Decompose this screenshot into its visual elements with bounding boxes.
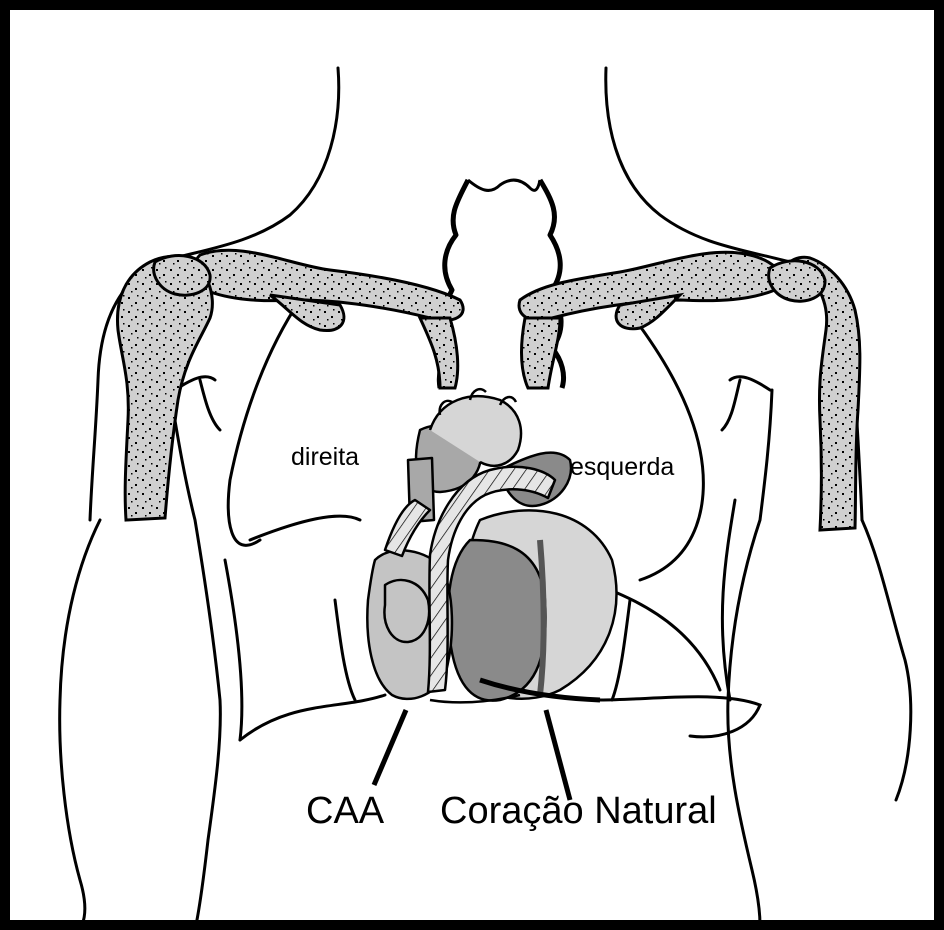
right-lower-rib — [600, 697, 760, 737]
right-side-label: direita — [291, 445, 359, 470]
right-arm-line — [862, 520, 911, 800]
trachea-top — [468, 180, 540, 190]
neck-right-line — [606, 68, 790, 262]
left-rib-curve — [225, 560, 242, 740]
heart-assembly — [367, 389, 616, 702]
neck-left-line — [160, 68, 339, 262]
inflow-cannula — [385, 500, 430, 556]
left-humerus — [117, 256, 212, 520]
right-lung-lower — [610, 590, 720, 690]
caa-leader-line — [374, 710, 406, 785]
right-sternum-piece — [522, 318, 560, 388]
right-lung-line — [620, 300, 703, 580]
heart-right-ventricle — [448, 540, 545, 701]
left-ribcage-edge — [335, 600, 355, 700]
left-lung-line — [228, 300, 300, 545]
left-lower-rib — [240, 695, 385, 740]
left-sternum-piece — [420, 318, 458, 388]
natural-heart-label: Coração Natural — [440, 792, 717, 830]
left-diaphragm — [250, 516, 360, 540]
right-humeral-head — [769, 261, 825, 301]
clavicles — [193, 250, 782, 388]
natural-heart-leader-line — [546, 710, 570, 800]
right-body-side — [728, 390, 772, 925]
left-body-side — [170, 390, 220, 925]
right-armpit-lines — [722, 377, 770, 430]
left-arm-line — [60, 520, 100, 925]
caa-label: CAA — [306, 792, 384, 830]
left-side-label: esquerda — [570, 455, 674, 480]
